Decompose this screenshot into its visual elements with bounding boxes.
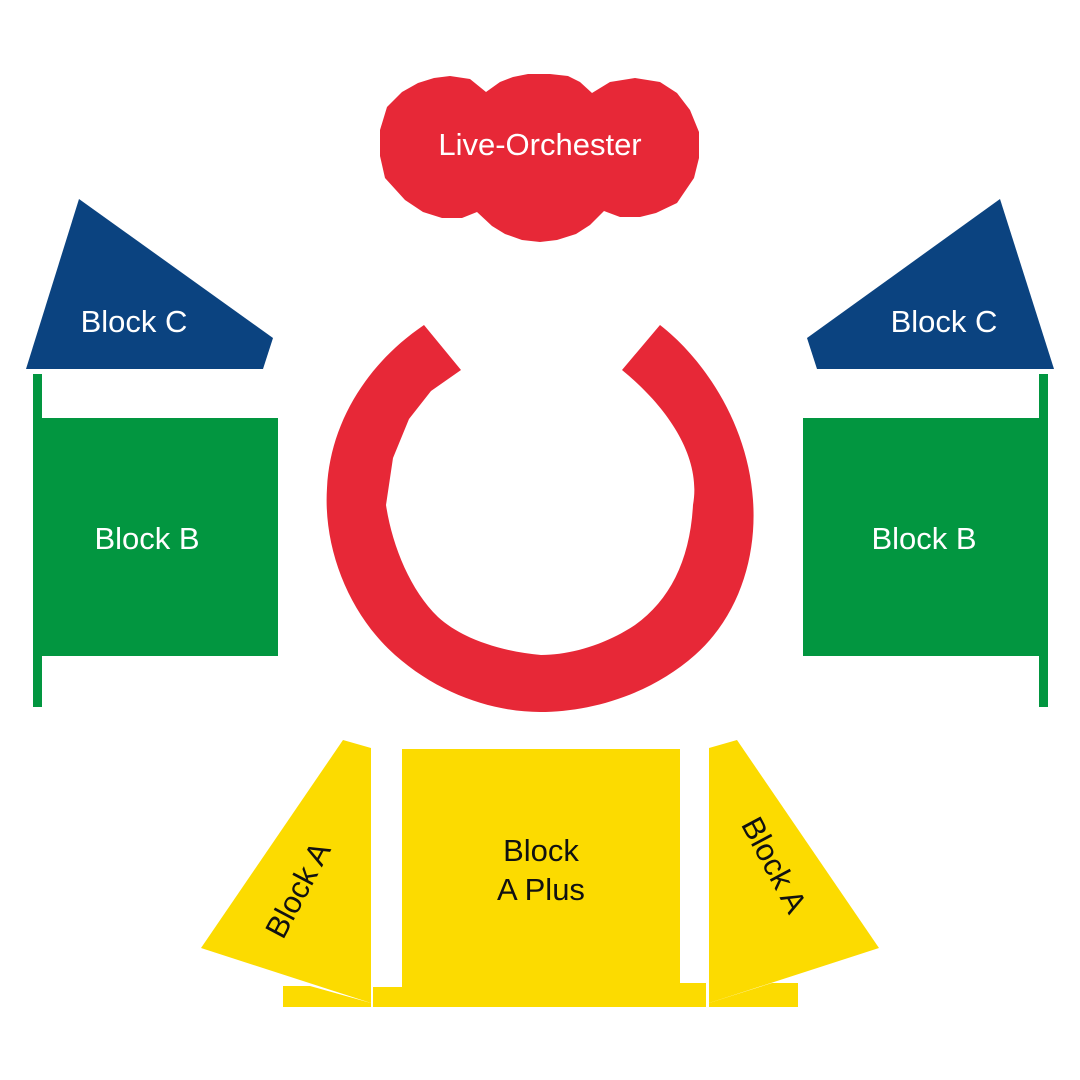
block-a-left-step [283,986,371,1007]
block-b-left-shape [33,418,278,656]
block-a-left[interactable]: Block A [201,740,371,1007]
block-a-right-step [709,983,798,1007]
block-b-right[interactable]: Block B [803,374,1048,707]
block-a-right[interactable]: Block A [709,740,879,1007]
block-a-plus[interactable]: Block A Plus [373,749,706,1007]
block-c-right[interactable]: Block C [807,199,1054,369]
block-b-right-shape [803,418,1048,656]
block-b-left-label: Block B [94,521,199,556]
stage-ring [326,325,754,712]
block-a-plus-shape [373,749,706,1007]
block-c-left-label: Block C [81,304,188,339]
block-a-plus-label-line1: Block [503,833,579,868]
block-a-right-shape [709,740,879,1003]
block-c-left[interactable]: Block C [26,199,273,369]
orchestra-shape [380,74,699,242]
block-b-left[interactable]: Block B [33,374,278,707]
orchestra-label: Live-Orchester [438,127,641,162]
block-a-plus-label-line2: A Plus [497,872,585,907]
block-a-left-shape [201,740,371,1003]
block-c-right-shape [807,199,1054,369]
orchestra-section[interactable]: Live-Orchester [380,74,699,242]
block-b-right-label: Block B [871,521,976,556]
block-c-right-label: Block C [891,304,998,339]
block-c-left-shape [26,199,273,369]
